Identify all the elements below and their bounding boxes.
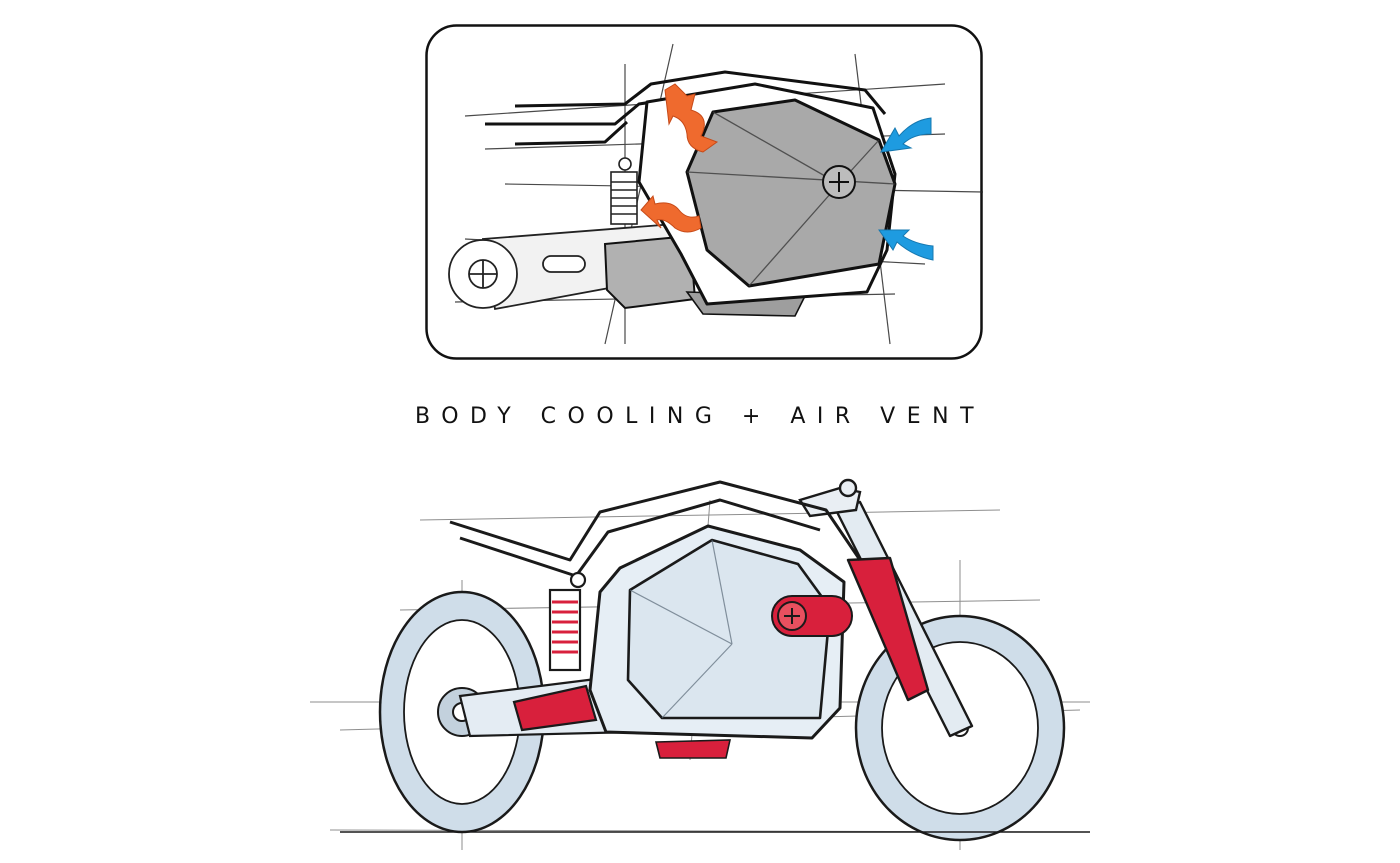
rear-wheel [378, 590, 546, 834]
diagram-caption: BODY COOLING + AIR VENT [414, 404, 986, 429]
motorcycle-sketch [300, 440, 1100, 863]
orange-arrow-icon [640, 194, 702, 233]
blue-arrow-icon [878, 229, 934, 261]
orange-arrow-icon [664, 83, 719, 153]
cooling-detail-panel [425, 24, 983, 360]
blue-arrow-icon [880, 117, 932, 153]
